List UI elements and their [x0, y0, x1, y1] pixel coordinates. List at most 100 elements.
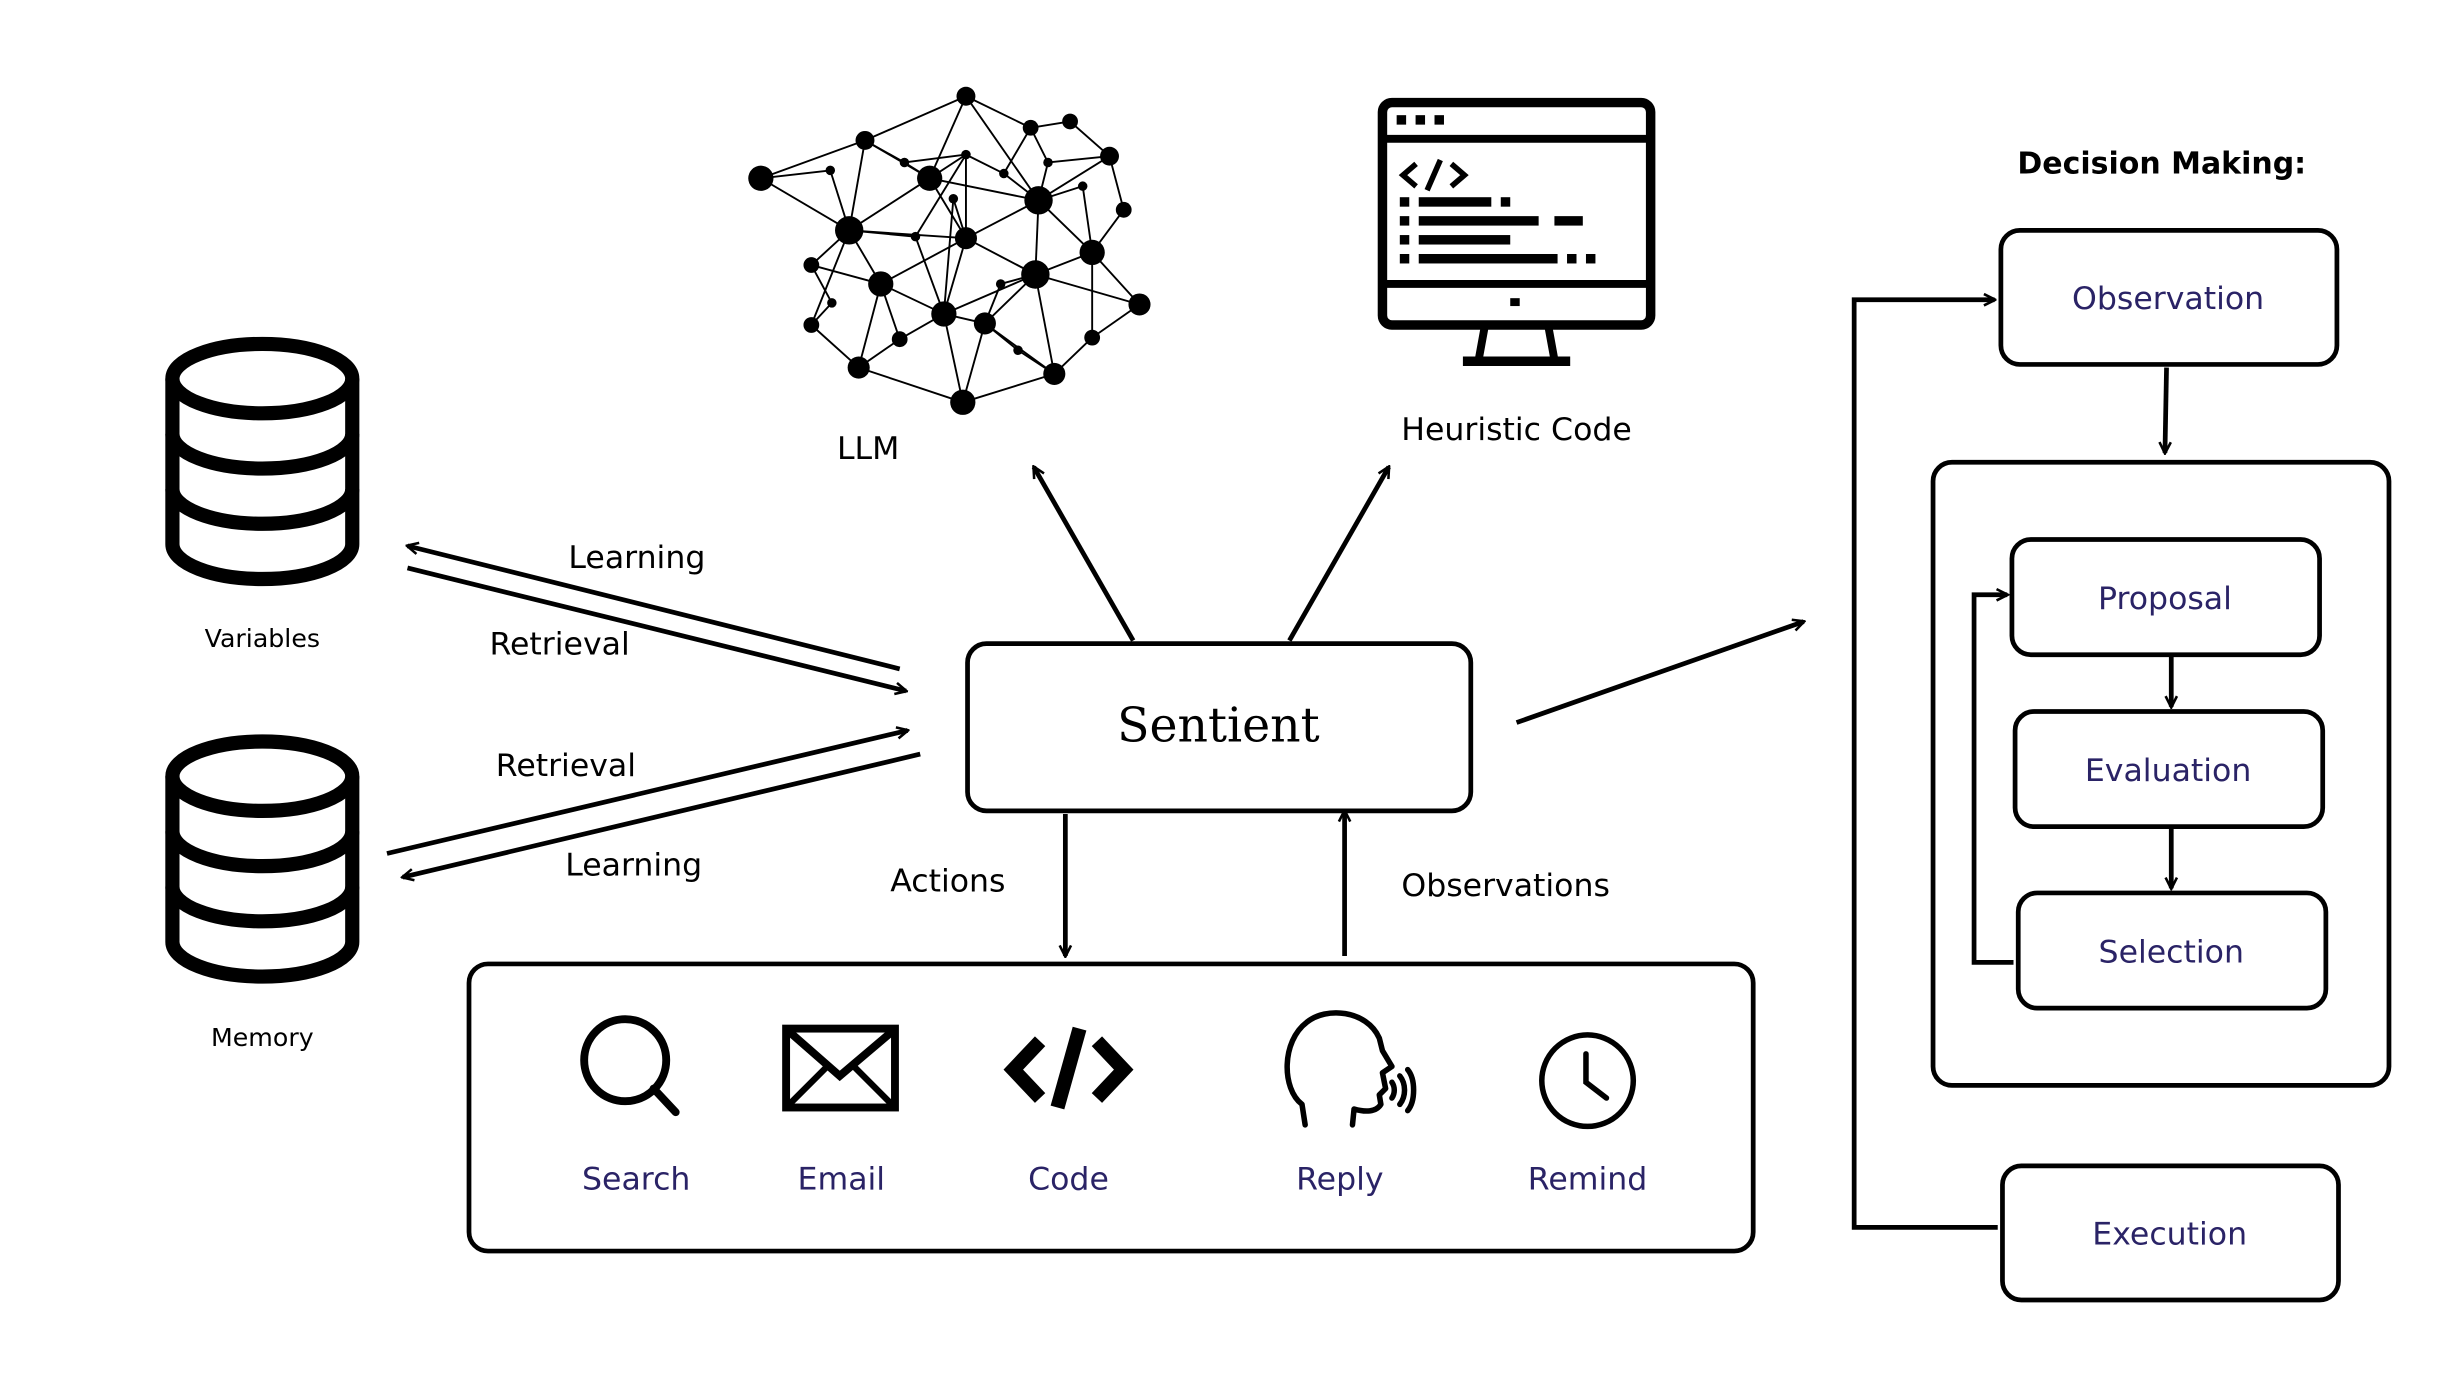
tool-label-email: Email [798, 1162, 886, 1198]
network-node [973, 312, 996, 335]
network-edge [857, 283, 882, 368]
network-edge [864, 95, 967, 142]
network-node [950, 389, 976, 415]
network-edge [1047, 155, 1110, 164]
variables-retrieval-arrow [406, 565, 906, 691]
network-node [748, 165, 774, 191]
network-edge [961, 323, 986, 403]
observation-box [1998, 227, 2340, 367]
network-node [995, 279, 1006, 289]
network-node [1013, 345, 1023, 355]
network-node [1021, 260, 1050, 289]
network-node [954, 227, 978, 250]
network-edge [943, 273, 1036, 315]
variables-database-icon [165, 336, 360, 587]
network-node [1043, 362, 1066, 385]
speaking-head-icon [1284, 1010, 1417, 1128]
network-node [1100, 146, 1119, 166]
network-edge [904, 153, 967, 164]
clock-icon [1539, 1032, 1637, 1130]
network-node [931, 301, 957, 327]
network-edge [880, 237, 967, 285]
neural-network-icon [748, 86, 1151, 415]
memory-database-icon [165, 734, 360, 984]
tool-label-reply: Reply [1296, 1162, 1383, 1198]
network-node [910, 231, 921, 242]
observation-to-loop-arrow [2165, 367, 2167, 453]
network-edge [914, 154, 967, 238]
network-edge [760, 139, 866, 180]
variables-label: Variables [205, 624, 320, 653]
network-edge [1003, 127, 1032, 175]
network-node [1043, 157, 1053, 168]
evaluation-box [2012, 709, 2326, 830]
network-edge [760, 177, 850, 232]
network-edge [929, 177, 1039, 202]
network-node [1084, 329, 1101, 346]
execution-to-observation-arrow [1851, 300, 1998, 1230]
network-edge [942, 313, 964, 403]
tools-panel [466, 961, 1756, 1254]
evaluation-label: Evaluation [2085, 753, 2251, 789]
network-node [1024, 186, 1053, 215]
network-edge [942, 237, 967, 315]
network-edge [928, 95, 967, 179]
memory-learning-arrow [403, 751, 921, 877]
network-node [899, 157, 910, 168]
network-node [999, 168, 1009, 179]
network-node [948, 194, 959, 204]
variables-retrieval-label: Retrieval [490, 627, 630, 663]
network-node [825, 165, 836, 176]
selection-box [2015, 890, 2329, 1011]
network-node [961, 149, 971, 160]
llm-label: LLM [837, 431, 899, 467]
execution-label: Execution [2092, 1217, 2247, 1253]
observation-label: Observation [2072, 281, 2264, 317]
network-edge [965, 95, 1032, 129]
network-node [956, 86, 976, 106]
network-node [1077, 181, 1088, 191]
network-edge [848, 177, 931, 232]
network-edge [962, 372, 1055, 404]
observations-label: Observations [1401, 868, 1610, 904]
network-edge [965, 153, 1005, 175]
tool-label-code: Code [1028, 1162, 1109, 1198]
network-node [803, 317, 820, 333]
memory-retrieval-arrow [386, 730, 908, 856]
network-edge [1035, 273, 1140, 306]
magnifier-icon [580, 1015, 680, 1117]
proposal-box [2009, 537, 2322, 658]
variables-learning-label: Learning [568, 540, 705, 576]
network-edge [810, 229, 851, 326]
sentient-to-heuristic-arrow [1287, 467, 1391, 642]
network-node [855, 130, 875, 150]
sentient-label: Sentient [1117, 698, 1320, 753]
sentient-to-llm-arrow [1031, 467, 1136, 642]
actions-label: Actions [890, 863, 1005, 899]
network-node [1115, 201, 1132, 218]
decision-making-title: Decision Making: [2017, 147, 2306, 182]
network-node [917, 165, 943, 191]
memory-label: Memory [211, 1023, 314, 1052]
memory-learning-label: Learning [565, 848, 702, 884]
network-node [1128, 293, 1151, 316]
network-node [835, 216, 864, 245]
network-edge [848, 140, 866, 231]
network-edge [942, 198, 955, 315]
sentient-box [965, 641, 1474, 814]
selection-to-proposal-loop-arrow [1971, 595, 2014, 965]
variables-learning-arrow [407, 546, 901, 672]
heuristic-code-label: Heuristic Code [1401, 412, 1632, 448]
network-edge [858, 366, 964, 404]
network-node [891, 331, 908, 348]
sentient-to-decision-arrow [1515, 622, 1804, 725]
code-monitor-icon [1377, 97, 1656, 367]
network-node [1062, 113, 1078, 130]
network-node [827, 298, 837, 308]
tool-label-remind: Remind [1528, 1162, 1647, 1198]
network-node [868, 271, 894, 297]
network-edge [965, 95, 1040, 201]
memory-retrieval-label: Retrieval [496, 748, 636, 784]
